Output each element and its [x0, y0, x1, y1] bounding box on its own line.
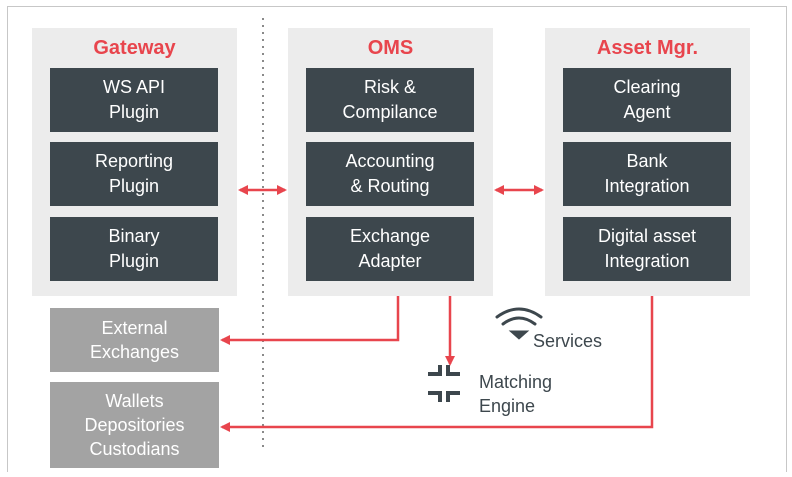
exchange-adapter-line2: Adapter — [358, 251, 422, 271]
asset-mgr-title: Asset Mgr. — [596, 37, 699, 59]
oms-panel: OMS Risk & Compilance Accounting & Routi… — [288, 28, 493, 296]
binary-plugin-box: Binary Plugin — [50, 217, 218, 281]
bank-integration-line2: Integration — [604, 176, 690, 196]
ws-api-plugin-box: WS API Plugin — [50, 68, 218, 132]
crosshair-icon — [428, 365, 460, 402]
services-label: Services — [533, 331, 603, 351]
diagram-frame — [7, 6, 787, 472]
oms-to-exchanges-connector — [220, 296, 400, 345]
clearing-agent-box: Clearing Agent — [563, 68, 731, 132]
reporting-plugin-line2: Plugin — [108, 176, 160, 196]
wifi-icon — [495, 307, 543, 340]
digital-asset-integration-box: Digital asset Integration — [563, 217, 731, 281]
external-exchanges-line1: External — [101, 318, 168, 338]
external-exchanges-line2: Exchanges — [89, 342, 180, 362]
oms-title: OMS — [367, 37, 414, 59]
accounting-routing-line2: & Routing — [350, 176, 430, 196]
gateway-panel: Gateway WS API Plugin Reporting Plugin B… — [32, 28, 237, 296]
matching-engine-line2: Engine — [479, 396, 536, 416]
ws-api-plugin-line2: Plugin — [108, 102, 160, 122]
custody-line1: Wallets — [105, 391, 164, 411]
asset-to-custody-connector — [220, 296, 654, 432]
binary-plugin-line2: Plugin — [108, 251, 160, 271]
risk-compliance-box: Risk & Compilance — [306, 68, 474, 132]
gateway-title: Gateway — [93, 37, 176, 59]
digital-asset-integration-line2: Integration — [604, 251, 690, 271]
reporting-plugin-box: Reporting Plugin — [50, 142, 218, 206]
binary-plugin-line1: Binary — [108, 226, 160, 246]
bank-integration-box: Bank Integration — [563, 142, 731, 206]
clearing-agent-line2: Agent — [623, 102, 671, 122]
accounting-routing-line1: Accounting — [345, 151, 435, 171]
ws-api-plugin-line1: WS API — [102, 77, 165, 97]
bank-integration-line1: Bank — [626, 151, 668, 171]
risk-compliance-line2: Compilance — [342, 102, 438, 122]
exchange-adapter-line1: Exchange — [349, 226, 431, 246]
custody-box: Wallets Depositories Custodians — [50, 382, 219, 468]
exchange-adapter-box: Exchange Adapter — [306, 217, 474, 281]
custody-line2: Depositories — [84, 415, 185, 435]
external-exchanges-box: External Exchanges — [50, 308, 219, 372]
reporting-plugin-line1: Reporting — [94, 151, 174, 171]
clearing-agent-line1: Clearing — [613, 77, 681, 97]
matching-engine-line1: Matching — [479, 372, 553, 392]
asset-mgr-panel: Asset Mgr. Clearing Agent Bank Integrati… — [545, 28, 750, 296]
accounting-routing-box: Accounting & Routing — [306, 142, 474, 206]
digital-asset-integration-line1: Digital asset — [597, 226, 697, 246]
custody-line3: Custodians — [89, 439, 180, 459]
risk-compliance-line1: Risk & — [363, 77, 416, 97]
